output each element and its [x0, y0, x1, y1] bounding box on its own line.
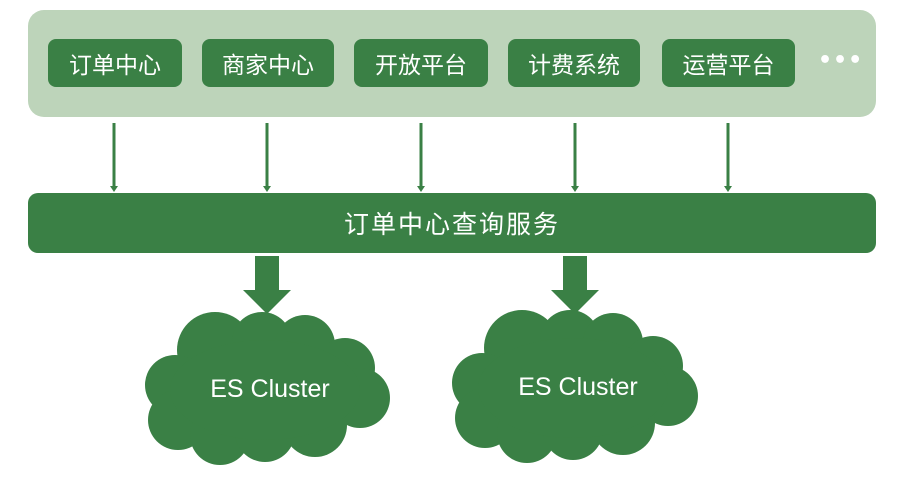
block-arrow-right: [551, 256, 599, 314]
es-cluster-label: ES Cluster: [518, 373, 638, 401]
arrow-line: [112, 123, 116, 187]
client-billing-system: 计费系统: [508, 39, 640, 87]
arrow-line: [573, 123, 577, 187]
order-query-service: 订单中心查询服务: [28, 193, 876, 253]
client-merchant-center: 商家中心: [202, 39, 334, 87]
arrow-head: [263, 186, 271, 192]
arrow-head: [724, 186, 732, 192]
client-open-platform: 开放平台: [354, 39, 488, 87]
arrow-head: [417, 186, 425, 192]
arrow-head: [571, 186, 579, 192]
cloud-right: [452, 310, 698, 463]
arrow-line: [726, 123, 730, 187]
client-operations-platform: 运营平台: [662, 39, 795, 87]
client-order-center: 订单中心: [48, 39, 182, 87]
arrow-line: [265, 123, 269, 187]
arrow-line: [419, 123, 423, 187]
cloud-left: [145, 312, 390, 465]
block-arrow-left: [243, 256, 291, 314]
es-cluster-label: ES Cluster: [210, 375, 330, 403]
arrow-head: [110, 186, 118, 192]
